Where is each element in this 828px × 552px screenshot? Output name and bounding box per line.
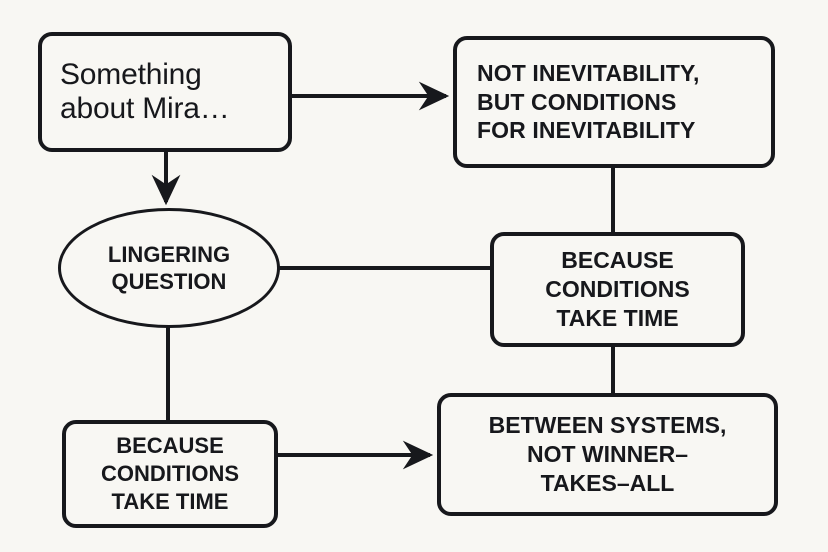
node-label-lingering-question: LINGERING QUESTION [107,241,231,295]
node-between-systems[interactable]: BETWEEN SYSTEMS, NOT WINNER– TAKES–ALL [437,393,778,516]
node-something-about-mira[interactable]: Something about Mira… [38,32,292,152]
node-label-because-conditions-take-time-mid: BECAUSE CONDITIONS TAKE TIME [545,247,690,331]
node-label-conditions-for-inevitability: NOT INEVITABILITY, BUT CONDITIONS FOR IN… [477,60,700,144]
node-conditions-for-inevitability[interactable]: NOT INEVITABILITY, BUT CONDITIONS FOR IN… [453,36,775,168]
node-label-between-systems: BETWEEN SYSTEMS, NOT WINNER– TAKES–ALL [488,412,727,496]
node-because-conditions-take-time-bottom[interactable]: BECAUSE CONDITIONS TAKE TIME [62,420,278,528]
node-label-something-about-mira: Something about Mira… [60,58,230,125]
node-label-because-conditions-take-time-bottom: BECAUSE CONDITIONS TAKE TIME [100,433,240,514]
node-lingering-question[interactable]: LINGERING QUESTION [58,208,280,328]
node-because-conditions-take-time-mid[interactable]: BECAUSE CONDITIONS TAKE TIME [490,232,745,347]
